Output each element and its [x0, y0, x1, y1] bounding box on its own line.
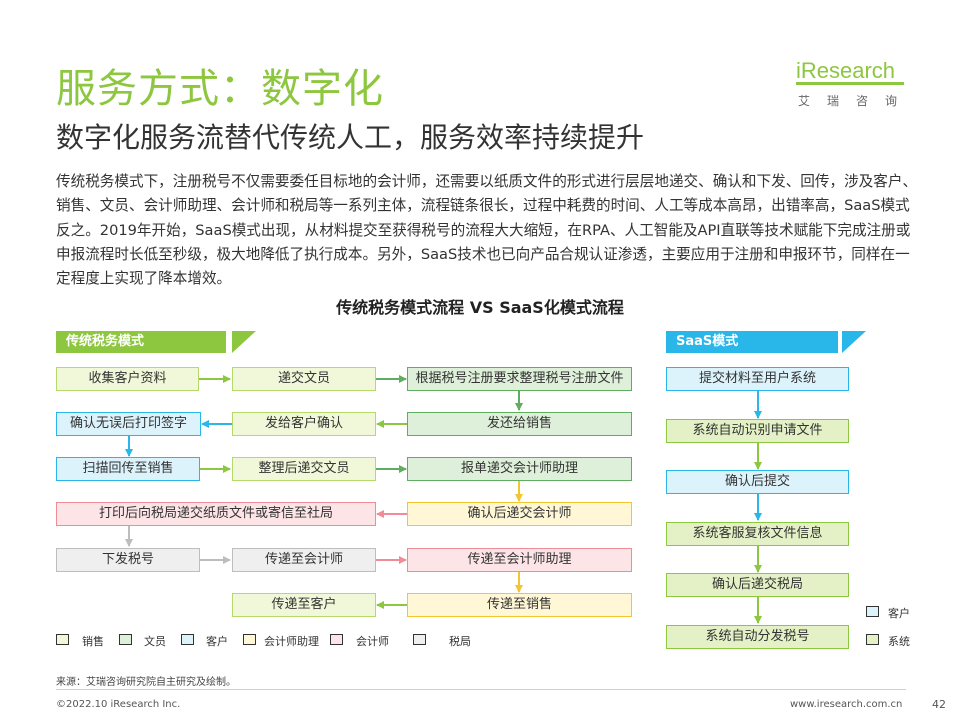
saas-legend-label-client: 客户	[888, 607, 910, 620]
step-to-assistant: 传递至会计师助理	[407, 548, 632, 572]
legend-label-client: 客户	[206, 635, 228, 648]
page-subtitle: 数字化服务流替代传统人工，服务效率持续提升	[56, 121, 645, 154]
saas-header: SaaS模式	[666, 331, 838, 353]
saas-legend-swatch-system	[866, 634, 879, 645]
step-report-assistant: 报单递交会计师助理	[407, 457, 632, 481]
legend-swatch-accountant	[330, 634, 343, 645]
step-to-client: 传递至客户	[232, 593, 376, 617]
footer-divider	[56, 689, 906, 690]
step-submit-docs: 递交文员	[232, 367, 376, 391]
legend-label-sales: 销售	[82, 635, 104, 648]
logo-underline	[796, 82, 904, 85]
footer-url: www.iresearch.com.cn	[790, 699, 903, 710]
diagram-title: 传统税务模式流程 VS SaaS化模式流程	[336, 298, 624, 317]
step-issue-tax: 下发税号	[56, 548, 200, 572]
saas-step-submit: 提交材料至用户系统	[666, 367, 849, 391]
legend-label-accountant: 会计师	[356, 635, 389, 648]
iresearch-logo: iResearch 艾瑞咨询	[796, 54, 916, 108]
step-scan-return: 扫描回传至销售	[56, 457, 200, 481]
traditional-header: 传统税务模式	[56, 331, 226, 353]
step-confirm-accountant: 确认后递交会计师	[407, 502, 632, 526]
legend-label-tax-bureau: 税局	[449, 635, 471, 648]
legend-swatch-sales	[56, 634, 69, 645]
legend-swatch-tax-bureau	[413, 634, 426, 645]
source-note: 来源：艾瑞咨询研究院自主研究及绘制。	[56, 677, 236, 688]
page-number: 42	[932, 698, 946, 711]
logo-word: iResearch	[796, 58, 896, 83]
step-to-accountant: 传递至会计师	[232, 548, 376, 572]
legend-swatch-client	[181, 634, 194, 645]
step-to-sales: 传递至销售	[407, 593, 632, 617]
legend-label-accountant-assistant: 会计师助理	[264, 635, 319, 648]
saas-step-distribute: 系统自动分发税号	[666, 625, 849, 649]
traditional-header-corner	[232, 331, 256, 353]
saas-header-corner	[842, 331, 866, 353]
footer-copyright: ©2022.10 iResearch Inc.	[56, 699, 181, 710]
page-title: 服务方式：数字化	[56, 66, 384, 112]
saas-legend-label-system: 系统	[888, 635, 910, 648]
step-send-confirm: 发给客户确认	[232, 412, 376, 436]
step-organize-submit: 整理后递交文员	[232, 457, 376, 481]
legend-label-docs: 文员	[144, 635, 166, 648]
legend-swatch-docs	[119, 634, 132, 645]
step-organize: 根据税号注册要求整理税号注册文件	[407, 367, 632, 391]
step-print-sign: 确认无误后打印签字	[56, 412, 201, 436]
saas-step-submit-tax: 确认后递交税局	[666, 573, 849, 597]
step-return-sales: 发还给销售	[407, 412, 632, 436]
saas-step-review: 系统客服复核文件信息	[666, 522, 849, 546]
legend-swatch-accountant-assistant	[243, 634, 256, 645]
saas-step-confirm-submit: 确认后提交	[666, 470, 849, 494]
logo-chinese: 艾瑞咨询	[798, 94, 915, 108]
step-collect: 收集客户资料	[56, 367, 199, 391]
saas-legend-swatch-client	[866, 606, 879, 617]
saas-step-auto-identify: 系统自动识别申请文件	[666, 419, 849, 443]
body-paragraph: 传统税务模式下，注册税号不仅需要委任目标地的会计师，还需要以纸质文件的形式进行层…	[56, 173, 918, 288]
step-print-mail: 打印后向税局递交纸质文件或寄信至社局	[56, 502, 376, 526]
